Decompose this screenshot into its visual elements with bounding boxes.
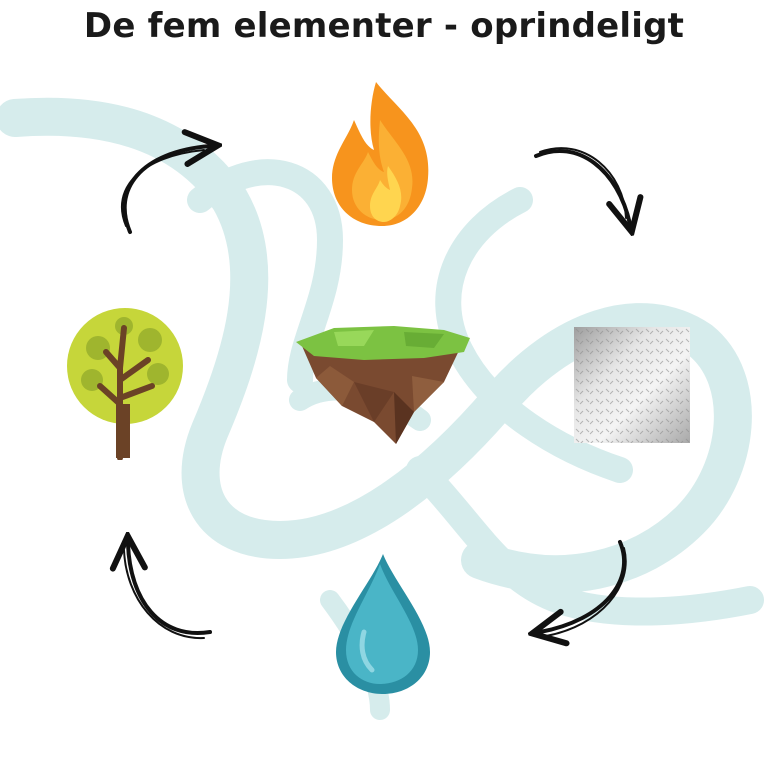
floating-island-icon bbox=[296, 326, 470, 444]
arrow-metal-to-water bbox=[540, 540, 627, 632]
tree-icon bbox=[67, 308, 183, 460]
water-drop-icon bbox=[336, 554, 430, 694]
page-title: De fem elementer - oprindeligt bbox=[83, 6, 685, 46]
arrow-fire-to-metal bbox=[534, 149, 630, 224]
metal-plate-icon bbox=[574, 327, 690, 443]
arrow-wood-to-fire bbox=[122, 146, 210, 234]
fire-icon bbox=[332, 82, 429, 226]
arrow-water-to-wood bbox=[128, 544, 212, 636]
